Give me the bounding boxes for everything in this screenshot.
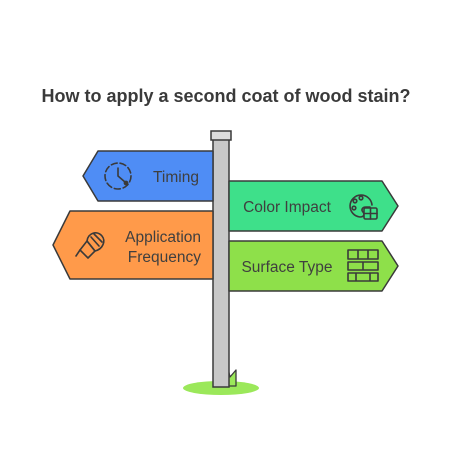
sign-color-impact-label: Color Impact — [243, 199, 332, 216]
sign-color-impact: Color Impact — [228, 180, 399, 232]
sign-timing: Timing — [82, 150, 214, 202]
palette-icon — [349, 194, 378, 220]
sign-surface-type: Surface Type — [228, 240, 399, 292]
sign-surface-type-label: Surface Type — [241, 259, 332, 276]
sign-application-frequency-label-line2: Frequency — [128, 249, 201, 266]
sign-application-frequency-board — [52, 210, 214, 280]
sign-application-frequency: Application Frequency — [52, 210, 214, 280]
signpost-pole — [210, 130, 232, 388]
brush-icon — [75, 232, 105, 259]
sign-color-impact-board — [228, 180, 399, 232]
sign-timing-label: Timing — [153, 169, 199, 186]
bricks-icon — [347, 249, 379, 282]
sign-application-frequency-label-line1: Application — [125, 229, 201, 246]
clock-icon — [104, 162, 132, 190]
diagram-title: How to apply a second coat of wood stain… — [41, 86, 411, 106]
